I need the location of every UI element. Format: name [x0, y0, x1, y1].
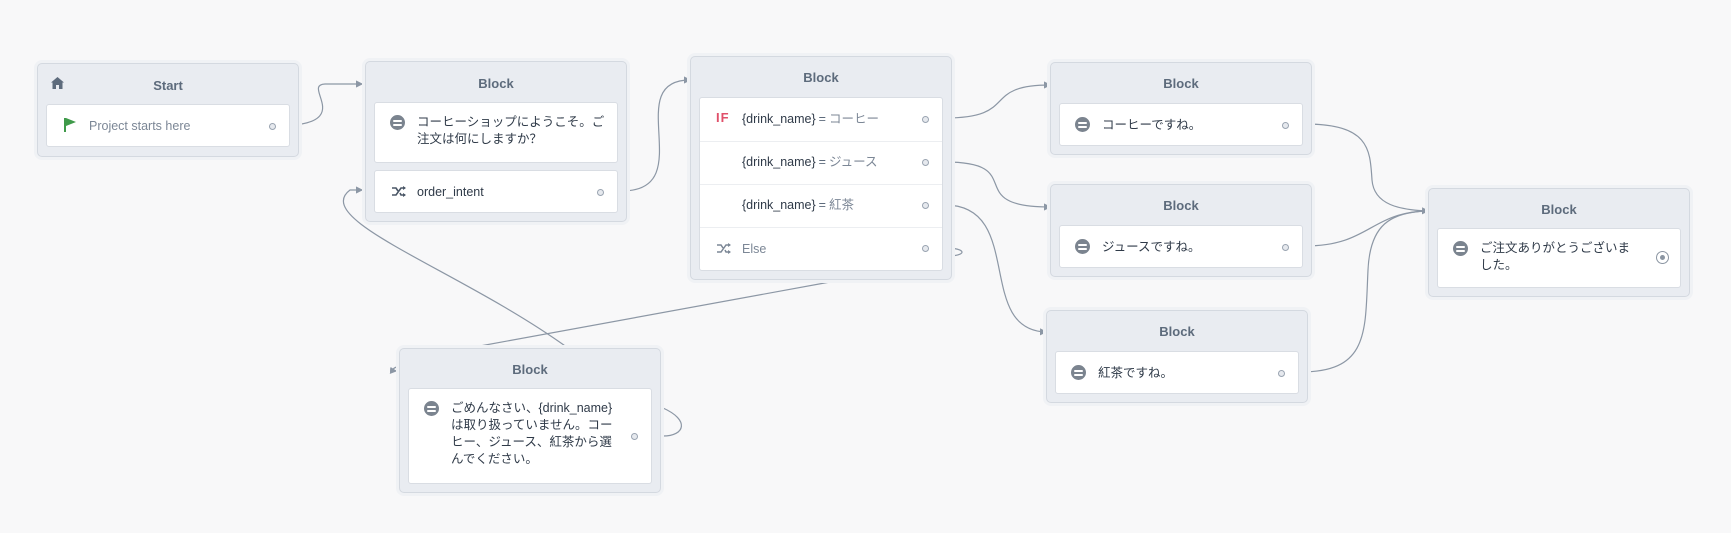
output-port[interactable]: [597, 189, 604, 196]
speak-text: コーヒーショップにようこそ。ご注文は何にしますか？: [417, 115, 605, 146]
link-coffee-to-final: [1304, 123, 1430, 215]
chat-icon: [424, 401, 439, 416]
output-port[interactable]: [922, 202, 929, 209]
block-title: Block: [1163, 76, 1199, 91]
else-label: Else: [742, 242, 767, 256]
link-coffee-condition: [944, 81, 1052, 119]
condition-step[interactable]: IF {drink_name}=コーヒー {drink_name}=ジュース {…: [699, 97, 943, 271]
condition-operator: =: [818, 112, 826, 126]
condition-row[interactable]: IF {drink_name}=コーヒー: [700, 98, 942, 142]
condition-operator: =: [818, 155, 826, 169]
speak-step[interactable]: 紅茶ですね。: [1055, 351, 1299, 394]
coffee-block[interactable]: Block コーヒーですね。: [1050, 62, 1312, 155]
shuffle-icon: [391, 185, 407, 203]
block-title: Start: [153, 78, 183, 93]
speak-step[interactable]: コーヒーショップにようこそ。ご注文は何にしますか？: [374, 102, 618, 163]
condition-variable: {drink_name}: [742, 112, 816, 126]
speak-text: ジュースですね。: [1102, 240, 1201, 254]
condition-expression: {drink_name}=ジュース: [742, 154, 878, 171]
shuffle-icon: [716, 242, 732, 260]
start-step-label: Project starts here: [89, 119, 191, 133]
speak-text: コーヒーですね。: [1102, 118, 1202, 132]
condition-variable: {drink_name}: [742, 198, 816, 212]
speak-text: ごめんなさい、{drink_name}は取り扱っていません。コーヒー、ジュース、…: [451, 401, 613, 466]
output-port[interactable]: [922, 245, 929, 252]
condition-variable: {drink_name}: [742, 155, 816, 169]
output-port[interactable]: [269, 123, 276, 130]
fallback-block[interactable]: Block ごめんなさい、{drink_name}は取り扱っていません。コーヒー…: [399, 348, 661, 493]
speak-step[interactable]: ジュースですね。: [1059, 225, 1303, 268]
condition-row[interactable]: {drink_name}=紅茶: [700, 184, 942, 228]
block-title: Block: [1163, 198, 1199, 213]
if-icon: IF: [716, 110, 730, 125]
link-fallback-loop: [662, 407, 682, 437]
intent-step[interactable]: order_intent: [374, 170, 618, 213]
block-title: Block: [1159, 324, 1195, 339]
condition-operator: =: [818, 198, 826, 212]
output-port[interactable]: [1278, 370, 1285, 377]
chat-icon: [1453, 241, 1468, 256]
block-title: Block: [478, 76, 514, 91]
link-tea-condition: [944, 204, 1048, 336]
start-block[interactable]: Start Project starts here: [37, 63, 299, 157]
else-row[interactable]: Else: [700, 227, 942, 270]
start-step[interactable]: Project starts here: [46, 104, 290, 147]
condition-value: ジュース: [828, 155, 878, 169]
output-port[interactable]: [922, 159, 929, 166]
block-title: Block: [803, 70, 839, 85]
speak-step[interactable]: コーヒーですね。: [1059, 103, 1303, 146]
chat-icon: [390, 115, 405, 130]
end-port-icon[interactable]: [1656, 251, 1669, 264]
home-icon: [50, 76, 65, 95]
condition-expression: {drink_name}=コーヒー: [742, 111, 879, 128]
link-juice-to-final: [1304, 210, 1429, 247]
output-port[interactable]: [631, 433, 638, 440]
condition-value: 紅茶: [828, 198, 854, 212]
block-title: Block: [512, 362, 548, 377]
chat-icon: [1071, 365, 1086, 380]
chat-icon: [1075, 239, 1090, 254]
greeting-block[interactable]: Block コーヒーショップにようこそ。ご注文は何にしますか？ order_in…: [365, 61, 627, 222]
link-juice-condition: [944, 161, 1052, 211]
condition-value: コーヒー: [828, 112, 879, 126]
output-port[interactable]: [1282, 122, 1289, 129]
block-title: Block: [1541, 202, 1577, 217]
output-port[interactable]: [1282, 244, 1289, 251]
output-port[interactable]: [922, 116, 929, 123]
flag-icon: [63, 117, 77, 138]
speak-text: ご注文ありがとうございました。: [1480, 241, 1631, 272]
link-intent-to-condition: [621, 76, 692, 192]
speak-step[interactable]: ご注文ありがとうございました。: [1437, 228, 1681, 288]
intent-label: order_intent: [417, 185, 484, 199]
tea-block[interactable]: Block 紅茶ですね。: [1046, 310, 1308, 403]
juice-block[interactable]: Block ジュースですね。: [1050, 184, 1312, 277]
speak-text: 紅茶ですね。: [1098, 366, 1174, 380]
condition-expression: {drink_name}=紅茶: [742, 197, 854, 214]
final-block[interactable]: Block ご注文ありがとうございました。: [1428, 188, 1690, 297]
chat-icon: [1075, 117, 1090, 132]
link-tea-to-final: [1300, 210, 1429, 373]
condition-row[interactable]: {drink_name}=ジュース: [700, 141, 942, 185]
speak-step[interactable]: ごめんなさい、{drink_name}は取り扱っていません。コーヒー、ジュース、…: [408, 388, 652, 484]
condition-block[interactable]: Block IF {drink_name}=コーヒー {drink_name}=…: [690, 56, 952, 280]
